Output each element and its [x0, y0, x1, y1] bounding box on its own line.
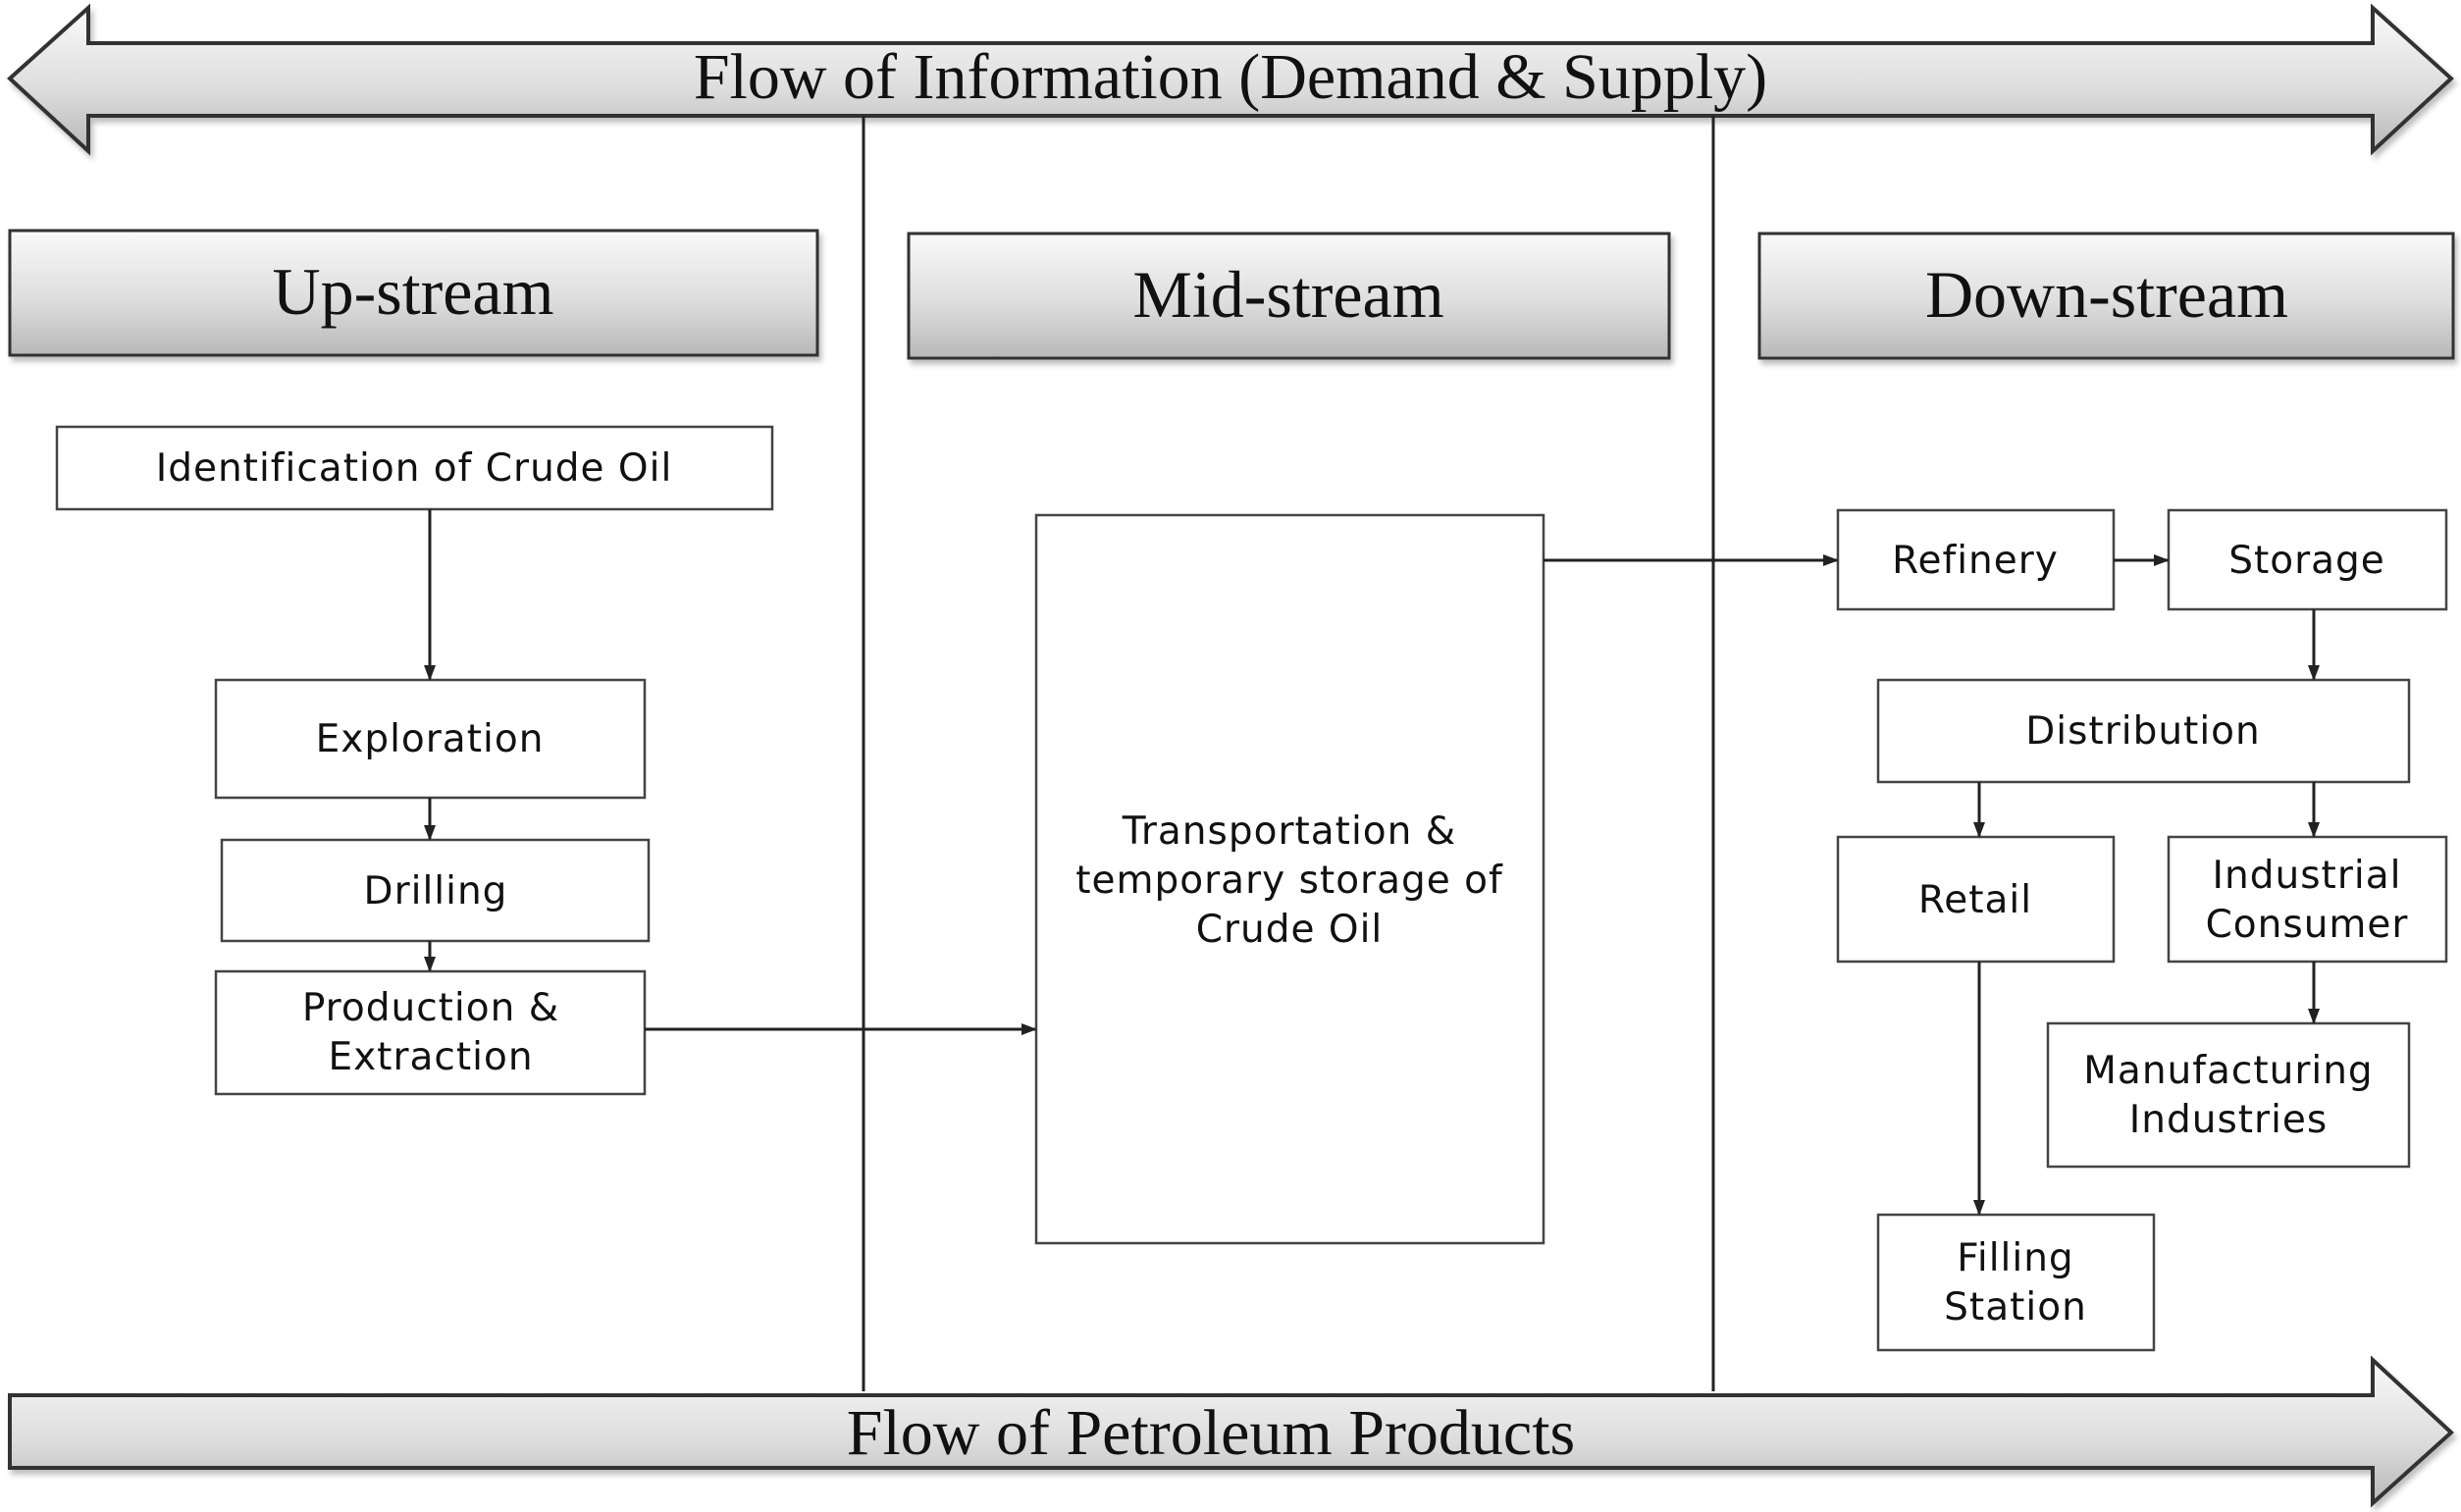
node-label-line: Exploration [316, 717, 545, 761]
product-flow-arrow [8, 1355, 2454, 1508]
node-label-line: Identification of Crude Oil [156, 446, 673, 491]
node-label-line: Refinery [1892, 539, 2059, 583]
node-storage: Storage [2167, 508, 2448, 611]
svg-text:Storage: Storage [2228, 539, 2385, 583]
node-label-line: Transportation & [1122, 809, 1456, 854]
node-identification: Identification of Crude Oil [55, 425, 774, 511]
node-label-line: Industrial [2213, 854, 2402, 898]
downstream-header-box [1757, 232, 2455, 360]
upstream-header: Up-stream [272, 254, 553, 329]
node-production: Production & Extraction [214, 969, 647, 1096]
node-label-line: Extraction [328, 1035, 533, 1079]
svg-text:Retail: Retail [1918, 878, 2032, 922]
node-distribution: Distribution [1876, 678, 2411, 784]
svg-text:Production &Extraction: Production & Extraction [302, 986, 559, 1079]
node-label-line: Industries [2129, 1098, 2329, 1142]
node-label-line: Station [1944, 1285, 2087, 1330]
svg-text:Exploration: Exploration [316, 717, 545, 761]
node-transportation: Transportation & temporary storage of Crud… [1034, 513, 1545, 1245]
node-label-line: Crude Oil [1196, 908, 1384, 952]
node-drilling: Drilling [220, 838, 651, 943]
information-flow-label: Flow of Information (Demand & Supply) [694, 41, 1767, 113]
downstream-header: Down-stream [1925, 257, 2288, 332]
node-label-line: Filling [1957, 1236, 2073, 1280]
product-flow-label: Flow of Petroleum Products [847, 1397, 1575, 1469]
node-refinery: Refinery [1836, 508, 2116, 611]
midstream-header: Mid-stream [1132, 257, 1443, 332]
information-flow-arrow [7, 3, 2454, 156]
node-label-line: temporary storage of [1075, 859, 1503, 903]
node-label-line: Retail [1918, 878, 2032, 922]
midstream-header-box [907, 232, 1671, 360]
svg-text:Distribution: Distribution [2025, 709, 2261, 754]
svg-text:Identification of Crude Oil: Identification of Crude Oil [156, 446, 673, 491]
svg-text:Drilling: Drilling [364, 869, 508, 913]
node-label-line: Storage [2228, 539, 2385, 583]
node-retail: Retail [1836, 835, 2116, 964]
node-exploration: Exploration [214, 678, 647, 800]
upstream-header-box [8, 229, 819, 357]
node-label-line: Distribution [2025, 709, 2261, 754]
svg-text:Transportation &temporary stor: Transportation & temporary storage of Crud… [1075, 809, 1503, 952]
svg-text:Refinery: Refinery [1892, 539, 2059, 583]
node-label-line: Drilling [364, 869, 508, 913]
node-label-line: Consumer [2206, 903, 2409, 947]
node-label-line: Production & [302, 986, 559, 1030]
node-label-line: Manufacturing [2083, 1049, 2373, 1093]
